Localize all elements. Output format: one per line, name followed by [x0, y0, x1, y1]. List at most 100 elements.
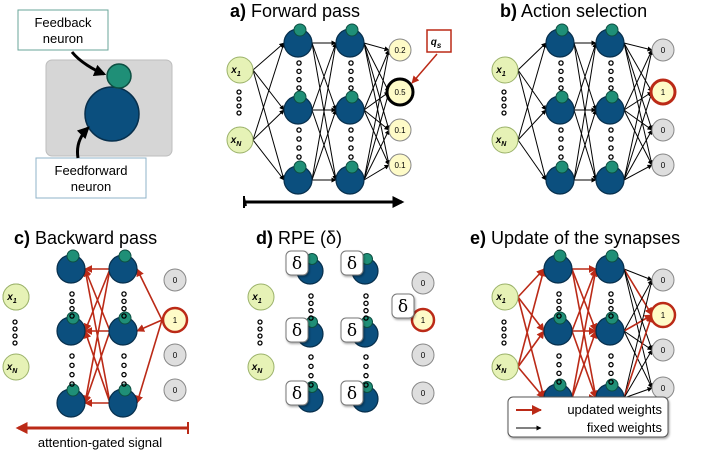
input-label: x1: [230, 65, 241, 78]
ellipsis-dot: [608, 353, 614, 359]
black-arrow: [517, 109, 547, 141]
red-arrow: [517, 268, 547, 368]
black-arrow: [517, 42, 548, 141]
panel-e-title: e) Update of the synapses: [470, 228, 680, 248]
black-arrow: [311, 42, 337, 111]
black-arrow: [573, 42, 597, 111]
black-arrow: [623, 387, 653, 399]
red-arrow: [136, 319, 163, 332]
input-node: [2, 283, 30, 311]
ellipsis-dot: [348, 76, 354, 83]
panel-a-title: a) Forward pass: [230, 1, 360, 21]
panel-d-letter: d): [256, 228, 273, 248]
output-value: 0: [661, 46, 666, 55]
output-node: [161, 306, 189, 334]
output-node: [411, 381, 435, 405]
ellipsis-dot: [69, 371, 75, 378]
red-arrow: [623, 268, 653, 316]
attention-gated-signal-label: attention-gated signal: [38, 435, 162, 450]
ellipsis-dot: [236, 103, 242, 109]
ellipsis-dot: [296, 127, 302, 133]
output-value: 0: [661, 161, 666, 170]
delta-symbol: δ: [347, 254, 357, 274]
ellipsis-dot: [501, 110, 507, 116]
ellipsis-dot: [363, 382, 369, 388]
red-arrow: [571, 268, 598, 332]
feedback-neuron: [553, 249, 567, 263]
ellipsis-dot: [556, 379, 562, 385]
ellipsis-dot: [501, 326, 507, 332]
black-arrow: [252, 42, 285, 71]
ellipsis-dot: [363, 363, 369, 370]
ellipsis-dot: [257, 319, 263, 325]
feedback-neuron: [66, 249, 80, 263]
ellipsis-dot: [363, 354, 369, 360]
black-arrow: [623, 109, 653, 131]
ellipsis-dot: [608, 291, 614, 297]
black-arrow: [363, 42, 390, 93]
black-arrow: [363, 42, 391, 131]
black-arrow: [573, 42, 598, 181]
input-var: x: [251, 292, 258, 303]
black-arrow: [623, 268, 653, 351]
output-node: [163, 343, 187, 367]
input-node: [2, 353, 30, 381]
ellipsis-dot: [558, 68, 564, 75]
ellipsis-dot: [296, 154, 302, 160]
input-node: [491, 353, 519, 381]
feedback-neuron: [345, 23, 359, 37]
ellipsis-dot: [608, 68, 614, 75]
ellipsis-dot: [308, 315, 314, 321]
ellipsis-dot: [608, 76, 614, 83]
panel-a-title-text: Forward pass: [246, 1, 360, 21]
ellipsis-dot: [121, 381, 127, 387]
output-node: [649, 78, 677, 106]
output-value: 1: [661, 311, 666, 320]
ellipsis-dot: [363, 300, 369, 307]
input-label: xN: [495, 135, 508, 148]
red-arrow: [82, 268, 111, 404]
panel-e-letter: e): [470, 228, 486, 248]
ellipsis-dot: [501, 89, 507, 95]
red-arrow: [83, 268, 111, 332]
feedback-neuron: [66, 383, 80, 397]
black-arrow: [623, 279, 653, 332]
delta-symbol: δ: [347, 321, 357, 341]
ellipsis-dot: [69, 353, 75, 359]
panel-b-title-text: Action selection: [517, 1, 647, 21]
output-node: [163, 378, 187, 402]
ellipsis-dot: [69, 291, 75, 297]
input-subscript: 1: [502, 71, 506, 78]
output-value: 1: [661, 88, 666, 97]
ellipsis-dot: [501, 96, 507, 102]
feedback-neuron: [345, 160, 359, 174]
black-arrow: [363, 164, 390, 181]
black-arrow: [623, 49, 653, 111]
ellipsis-dot: [121, 371, 127, 378]
diagram-content: x1xN0.20.50.10.1qsx1xN0100x1xN0100attent…: [2, 23, 677, 450]
input-subscript: 1: [237, 71, 241, 78]
ellipsis-dot: [308, 293, 314, 299]
input-var: x: [230, 65, 237, 76]
black-arrow: [623, 42, 653, 52]
output-node: [651, 268, 675, 292]
ellipsis-dot: [348, 68, 354, 75]
feedback-neuron: [555, 23, 569, 37]
red-arrow: [571, 330, 598, 399]
ellipsis-dot: [69, 313, 75, 319]
feedback-neuron: [555, 90, 569, 104]
input-subscript: 1: [258, 298, 262, 305]
q-label: qs: [431, 37, 442, 50]
red-arrow: [517, 296, 545, 332]
input-var: x: [230, 135, 237, 146]
q-pointer-arrow: [411, 53, 438, 84]
output-value: 1: [421, 316, 426, 325]
feedback-neuron: [293, 160, 307, 174]
feedback-label-box: [17, 9, 109, 51]
output-node: [651, 38, 675, 62]
ellipsis-dot: [556, 298, 562, 305]
input-subscript: N: [257, 368, 263, 375]
legend-fixed-label: fixed weights: [587, 420, 663, 435]
ellipsis-dot: [257, 333, 263, 339]
